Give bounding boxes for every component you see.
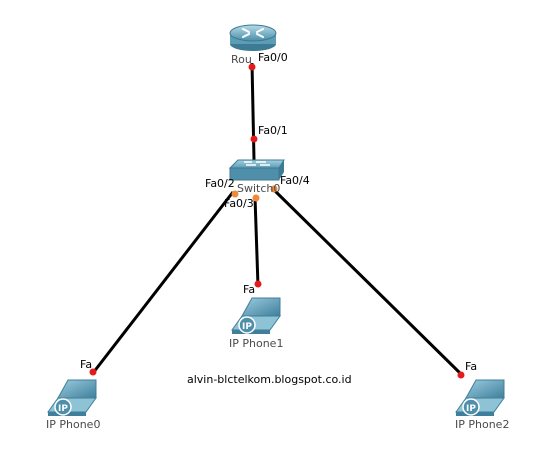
port-label-switch-fa02: Fa0/2 — [205, 177, 235, 190]
phone2-badge: IP — [466, 404, 476, 414]
switch-icon[interactable] — [228, 159, 285, 181]
ip-phone2-icon[interactable]: IP — [455, 379, 505, 416]
status-dot-phone2-fa — [457, 371, 465, 379]
status-dot-switch-fa03 — [252, 194, 260, 202]
watermark-text: alvin-blctelkom.blogspot.co.id — [187, 373, 352, 386]
router-icon[interactable] — [229, 24, 277, 51]
link-switch-phone1[interactable] — [253, 196, 260, 287]
link-status-dots — [89, 63, 465, 379]
status-dot-switch-fa04 — [270, 185, 278, 193]
router-label: Rou — [231, 53, 252, 66]
status-dot-switch-fa01 — [250, 135, 258, 143]
port-label-switch-fa01: Fa0/1 — [258, 124, 288, 137]
link-switch-phone2[interactable] — [270, 186, 464, 377]
link-router-switch[interactable] — [250, 62, 256, 161]
switch-label: Switch0 — [237, 182, 281, 195]
port-label-switch-fa04: Fa0/4 — [280, 174, 310, 187]
ip-phone1-label: IP Phone1 — [229, 337, 284, 350]
port-label-phone0-fa: Fa — [80, 358, 93, 371]
port-label-router-fa00: Fa0/0 — [258, 51, 288, 64]
link-switch-phone0[interactable] — [91, 191, 235, 374]
ip-phone1-icon[interactable]: IP — [231, 297, 281, 334]
status-dot-phone1-fa — [254, 280, 262, 288]
links — [91, 62, 464, 377]
ip-phone0-icon[interactable]: IP — [47, 379, 97, 416]
phone1-badge: IP — [242, 322, 252, 332]
port-label-switch-fa03: Fa0/3 — [224, 197, 254, 210]
status-dot-router-fa00 — [248, 63, 256, 71]
status-dot-phone0-fa — [89, 368, 97, 376]
ip-phone2-label: IP Phone2 — [455, 418, 510, 431]
status-dot-switch-fa02 — [231, 190, 239, 198]
ip-phone0-label: IP Phone0 — [46, 418, 101, 431]
phone0-badge: IP — [58, 404, 68, 414]
port-label-phone2-fa: Fa — [465, 360, 478, 373]
port-label-phone1-fa: Fa — [243, 283, 256, 296]
